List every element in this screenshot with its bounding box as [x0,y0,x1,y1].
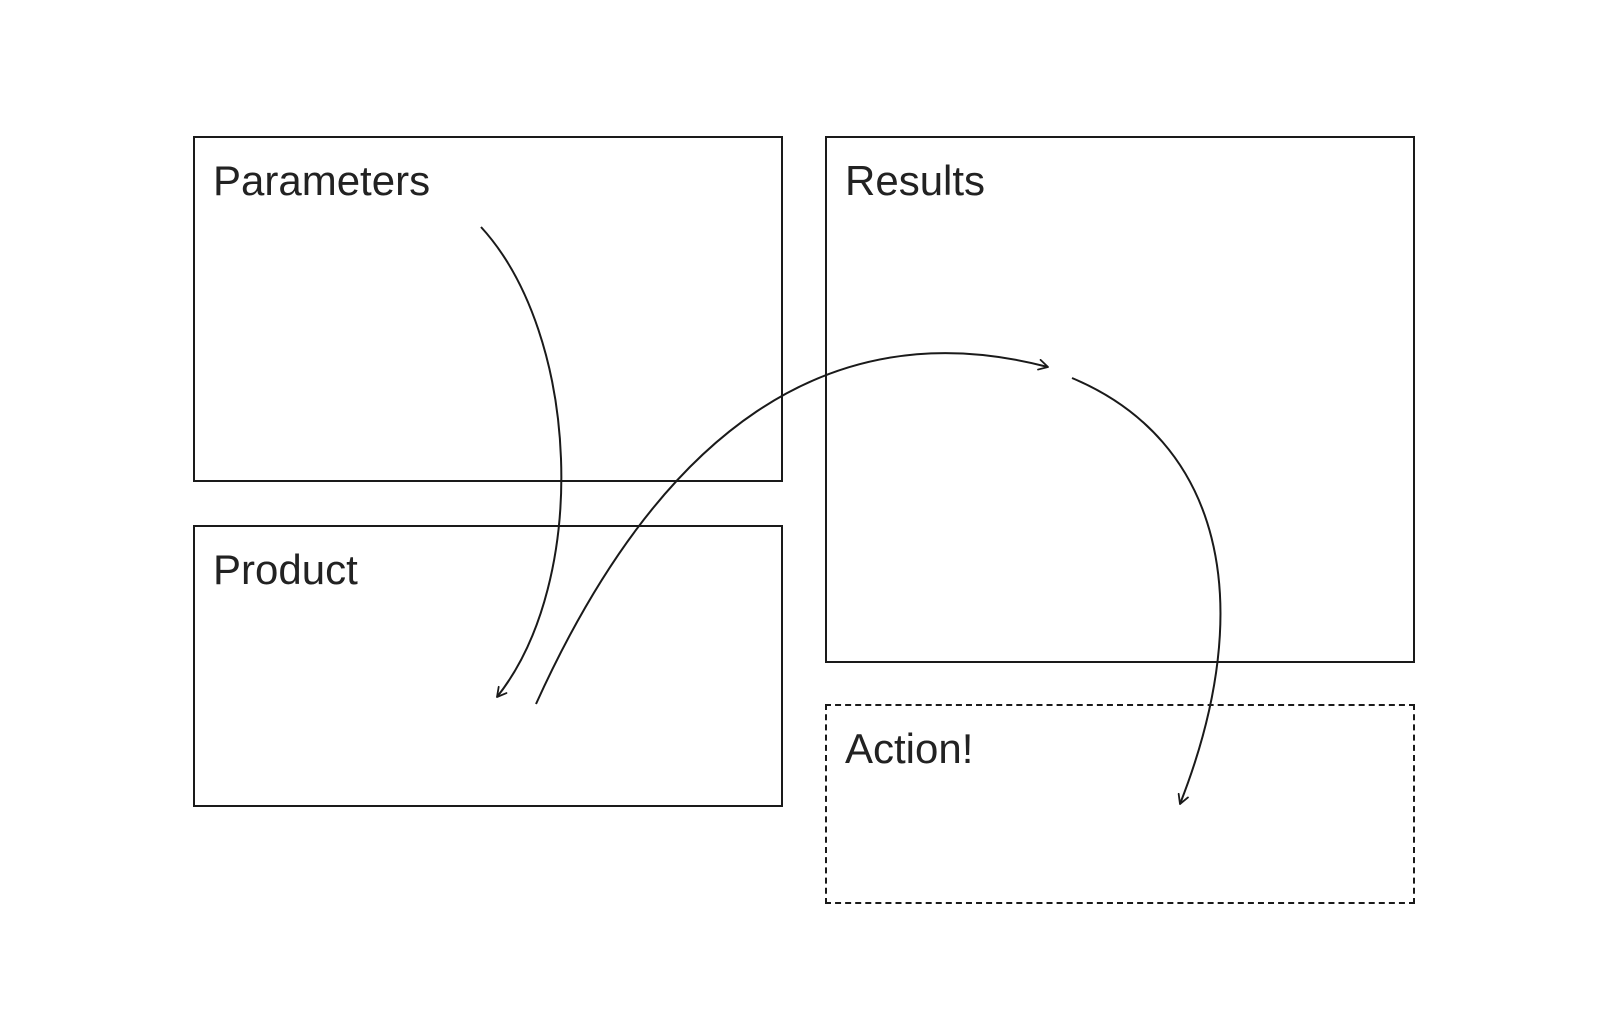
parameters-label: Parameters [213,157,431,204]
parameters-box: Parameters [193,136,783,482]
product-box: Product [193,525,783,807]
action-box: Action! [825,704,1415,904]
action-label: Action! [845,725,974,772]
product-label: Product [213,546,358,593]
results-label: Results [845,157,986,204]
results-box: Results [825,136,1415,663]
